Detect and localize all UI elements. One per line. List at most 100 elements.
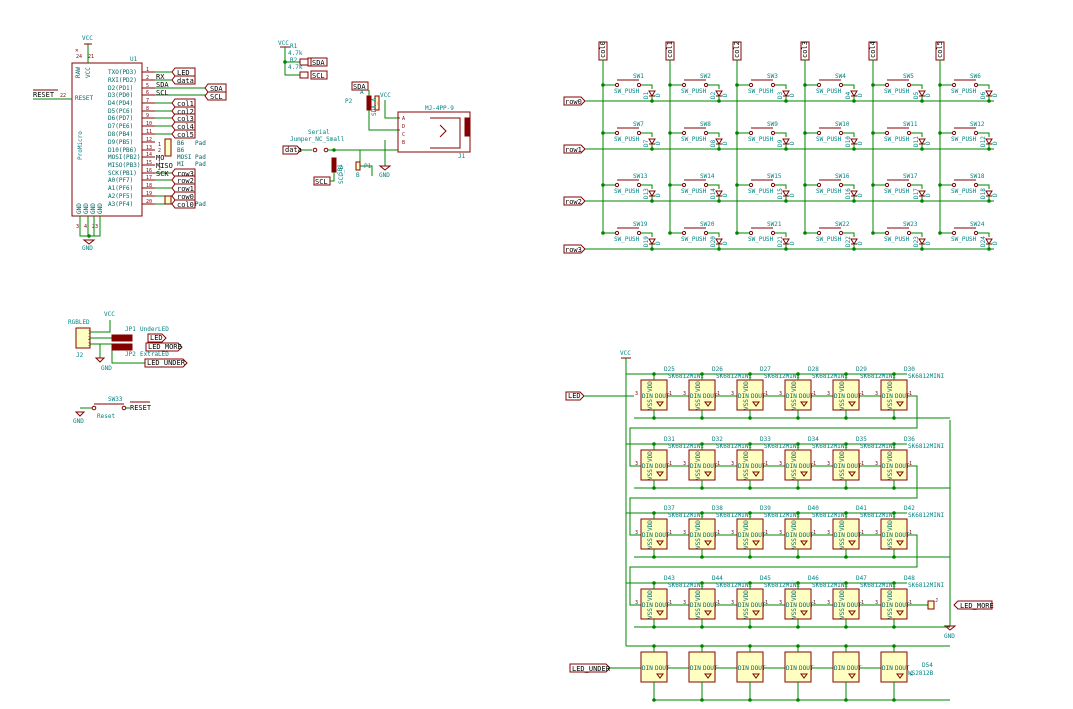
led-pin-din: DIN bbox=[642, 532, 653, 539]
r2-body[interactable] bbox=[299, 71, 309, 79]
diode-ref: D24 bbox=[980, 236, 987, 247]
led-body[interactable] bbox=[784, 449, 812, 481]
rgb-led-under-label[interactable] bbox=[144, 358, 188, 368]
switch-ref: SW17 bbox=[903, 173, 918, 180]
jack-pin-d: D bbox=[402, 124, 405, 130]
net-label-text: row0 bbox=[177, 193, 194, 201]
diode-ref: D19 bbox=[643, 236, 650, 247]
row-label-1[interactable] bbox=[563, 144, 586, 154]
led-body[interactable] bbox=[688, 449, 716, 481]
led-pin-num: 3 bbox=[683, 600, 686, 606]
net-label[interactable] bbox=[171, 199, 196, 209]
sw-diode-wire bbox=[978, 184, 990, 189]
led-body[interactable] bbox=[688, 518, 716, 550]
mcu-gnd-4: GND bbox=[97, 203, 104, 214]
sw-diode-wire bbox=[641, 184, 653, 189]
row-label-3[interactable] bbox=[563, 244, 586, 254]
led-ref: D26 bbox=[712, 366, 723, 373]
mcu-pin-raw: RAW bbox=[75, 67, 82, 78]
rgb-led-label[interactable] bbox=[147, 333, 167, 343]
switch-value: SW_PUSH bbox=[884, 136, 910, 143]
gnd-icon bbox=[74, 411, 86, 417]
junction-dot bbox=[844, 644, 848, 648]
led-part: SK6812MINI bbox=[860, 443, 897, 450]
led-body[interactable] bbox=[736, 518, 764, 550]
under-led-body[interactable] bbox=[736, 651, 764, 683]
led-part: SK6812MINI bbox=[860, 373, 897, 380]
junction-dot bbox=[892, 416, 896, 420]
switch-value: SW_PUSH bbox=[681, 136, 707, 143]
junction-dot bbox=[700, 555, 704, 559]
sw-diode-wire bbox=[978, 84, 990, 89]
sw-contact bbox=[951, 230, 957, 236]
led-pin-vdd: VDD bbox=[887, 381, 894, 392]
p1-ref: P1 bbox=[364, 163, 372, 170]
mcu-gnd-pins: GND GND GND GND 3 4 23 GND bbox=[76, 203, 104, 252]
sda-label-box[interactable] bbox=[310, 57, 328, 67]
sw-contact bbox=[838, 230, 844, 236]
junction-dot bbox=[844, 511, 848, 515]
jumper-wire bbox=[328, 149, 398, 176]
mcu-pin-label: MOSI(PB2) bbox=[108, 154, 141, 161]
junction-dot bbox=[844, 698, 848, 702]
led-ref: D44 bbox=[712, 575, 723, 582]
rgb-led-more-label[interactable] bbox=[145, 342, 183, 352]
led-pin-din: DIN bbox=[882, 532, 893, 539]
led-icon bbox=[656, 471, 664, 477]
led-body[interactable] bbox=[880, 518, 908, 550]
led-body[interactable] bbox=[832, 449, 860, 481]
switch-ref: SW18 bbox=[970, 173, 985, 180]
led-body[interactable] bbox=[880, 379, 908, 411]
junction-dot bbox=[844, 416, 848, 420]
switch-value: SW_PUSH bbox=[951, 136, 977, 143]
junction-dot bbox=[652, 511, 656, 515]
led-body[interactable] bbox=[688, 379, 716, 411]
net-label[interactable] bbox=[171, 75, 196, 85]
switch-ref: SW10 bbox=[835, 121, 850, 128]
led-more-jack[interactable] bbox=[927, 600, 935, 610]
junction-dot bbox=[892, 698, 896, 702]
led-body[interactable] bbox=[640, 588, 668, 620]
led-in-label[interactable] bbox=[565, 391, 585, 401]
mcu-body[interactable] bbox=[71, 62, 143, 217]
jack-sda-label[interactable] bbox=[351, 81, 369, 91]
led-body[interactable] bbox=[784, 379, 812, 411]
led-part: SK6812MINI bbox=[908, 443, 945, 450]
led-pin-num: 3 bbox=[635, 391, 638, 397]
scl-label-box[interactable] bbox=[310, 70, 328, 80]
under-last-part: WS2812B bbox=[908, 670, 934, 677]
led-pin-num: 3 bbox=[827, 530, 830, 536]
sw-contact bbox=[614, 82, 620, 88]
pad-word-4: Pad bbox=[195, 201, 206, 208]
under-led-body[interactable] bbox=[880, 651, 908, 683]
junction-dot bbox=[844, 442, 848, 446]
net-label-text: col2 bbox=[177, 108, 194, 116]
p1-pad[interactable] bbox=[355, 161, 361, 171]
sb1-pad[interactable] bbox=[331, 157, 337, 173]
led-under-label[interactable] bbox=[569, 663, 611, 673]
rgb-led: LED bbox=[150, 334, 163, 342]
net-label[interactable] bbox=[171, 129, 196, 139]
led-body[interactable] bbox=[736, 379, 764, 411]
led-pin-din: DIN bbox=[882, 463, 893, 470]
row-label-2[interactable] bbox=[563, 196, 586, 206]
sw-contact bbox=[636, 182, 642, 188]
led-pin-vss: VSS bbox=[839, 538, 846, 549]
jack-vcc-wire bbox=[384, 100, 400, 119]
led-pin-din: DIN bbox=[834, 463, 845, 470]
led-icon bbox=[800, 610, 808, 616]
led-body[interactable] bbox=[640, 449, 668, 481]
led-body[interactable] bbox=[832, 588, 860, 620]
mcu-scl-label[interactable] bbox=[204, 91, 227, 101]
jp2-pad[interactable] bbox=[111, 343, 133, 351]
jp1-pad[interactable] bbox=[111, 334, 133, 342]
mcu-pin-num: 16 bbox=[146, 168, 152, 174]
mcu-gnd-label: GND bbox=[82, 245, 93, 252]
junction-dot bbox=[920, 147, 924, 151]
jack-data-label[interactable] bbox=[282, 145, 302, 155]
diode-value: D bbox=[789, 141, 796, 145]
led-more-label[interactable] bbox=[953, 600, 993, 610]
row-label-0[interactable] bbox=[563, 96, 586, 106]
junction-dot bbox=[796, 698, 800, 702]
led-ref: D25 bbox=[664, 366, 675, 373]
